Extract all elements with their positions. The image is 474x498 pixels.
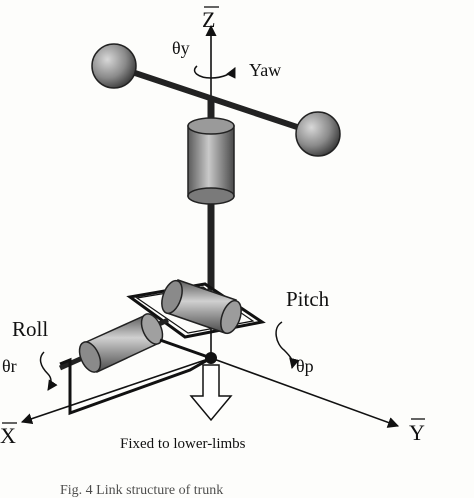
roll-cylinder (78, 313, 164, 374)
roll-label: Roll (12, 317, 48, 341)
x-axis-line (20, 357, 212, 425)
z-axis-label: Z (202, 7, 215, 32)
right-ball (295, 111, 341, 157)
roll-rotation-arrow (39, 351, 58, 391)
y-axis-line (210, 357, 400, 428)
x-axis-label: X (0, 423, 16, 448)
base-link (159, 338, 212, 360)
pitch-angle-label: θp (296, 356, 314, 376)
pitch-label: Pitch (286, 287, 330, 311)
fixed-label: Fixed to lower-limbs (120, 436, 246, 452)
yaw-label: Yaw (249, 60, 281, 80)
pitch-cylinder (161, 279, 242, 335)
figure-caption: Fig. 4 Link structure of trunk (60, 483, 223, 498)
fixed-arrow (189, 364, 233, 422)
yaw-angle-label: θy (172, 38, 190, 58)
left-ball (91, 43, 137, 89)
head-arm (113, 63, 319, 137)
yaw-rotation-arrow (193, 65, 236, 79)
base-frame (59, 356, 212, 416)
roll-angle-label: θr (2, 356, 17, 376)
yaw-cylinder (187, 117, 235, 205)
pitch-rotation-arrow (275, 321, 300, 370)
y-axis-label: Y (409, 420, 425, 445)
origin-joint (205, 352, 217, 364)
